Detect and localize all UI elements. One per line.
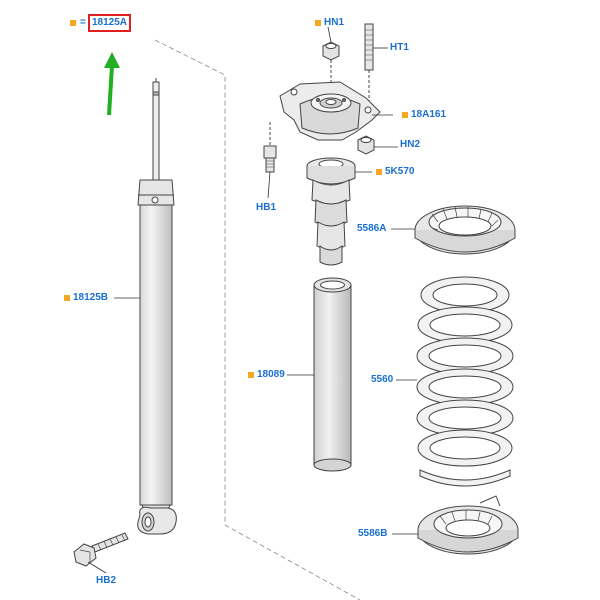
top-mount[interactable] [279, 81, 381, 141]
label-nut[interactable]: HN1 [324, 17, 345, 28]
marker-square-icon [402, 112, 408, 118]
lower-spring-seat[interactable] [417, 495, 519, 555]
marker-square-icon [70, 20, 76, 26]
green-arrow-up-icon [104, 52, 120, 116]
label-coil-spring[interactable]: 5560 [371, 374, 394, 385]
label-shock-absorber[interactable]: 18125B [73, 292, 109, 303]
stud[interactable] [364, 23, 374, 104]
nut[interactable] [322, 41, 340, 88]
upper-spring-seat[interactable] [414, 205, 516, 255]
label-mount-bolt[interactable]: HB1 [256, 202, 277, 213]
marker-square-icon [315, 20, 321, 26]
lower-bolt[interactable] [73, 532, 129, 567]
label-bump-stop[interactable]: 5K570 [385, 166, 415, 177]
label-mount-nut[interactable]: HN2 [400, 139, 421, 150]
bump-stop[interactable] [306, 157, 356, 266]
legend-equals: = [80, 17, 86, 28]
label-lower-spring-seat[interactable]: 5586B [358, 528, 388, 539]
label-dust-boot[interactable]: 18089 [257, 369, 285, 380]
marker-square-icon [64, 295, 70, 301]
label-lower-bolt[interactable]: HB2 [96, 575, 117, 586]
mount-bolt[interactable] [263, 122, 277, 173]
label-top-mount[interactable]: 18A161 [411, 109, 447, 120]
legend-part-number[interactable]: 18125A [87, 14, 132, 32]
marker-square-icon [376, 169, 382, 175]
label-stud[interactable]: HT1 [390, 42, 409, 53]
mount-nut[interactable] [357, 135, 375, 155]
marker-square-icon [248, 372, 254, 378]
coil-spring[interactable] [416, 276, 514, 487]
dust-boot[interactable] [313, 277, 352, 472]
label-upper-spring-seat[interactable]: 5586A [357, 223, 387, 234]
leader-lines [87, 26, 418, 574]
shock-absorber[interactable] [137, 78, 177, 535]
